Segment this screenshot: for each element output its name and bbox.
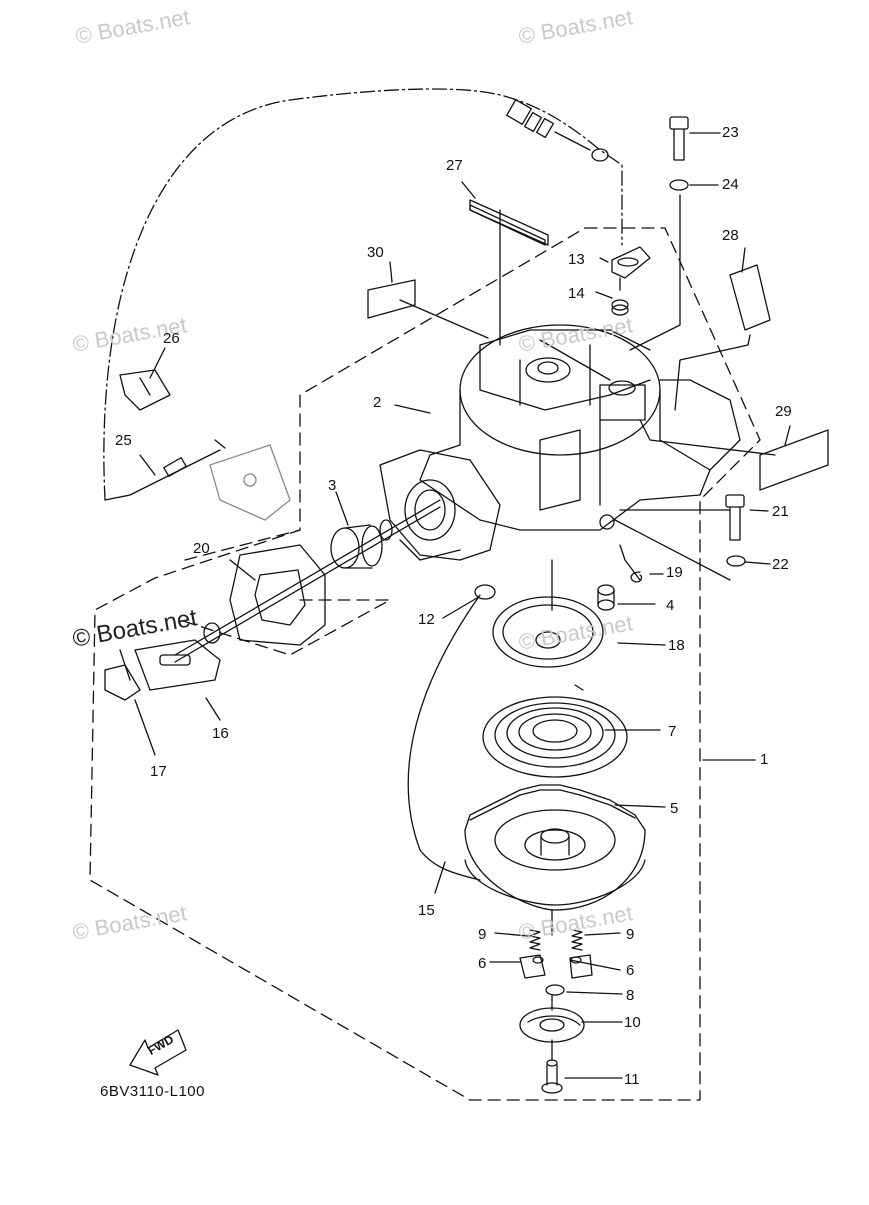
callout-23[interactable]: 23 <box>722 124 739 141</box>
part-16 <box>134 622 221 691</box>
callout-6-right[interactable]: 6 <box>626 962 635 979</box>
callout-9-left[interactable]: 9 <box>478 926 487 943</box>
link-rod <box>174 499 441 656</box>
callout-2[interactable]: 2 <box>373 394 382 411</box>
callout-26[interactable]: 26 <box>163 330 180 347</box>
part-13 <box>611 246 651 291</box>
part-6-left <box>519 954 546 979</box>
part-18 <box>492 596 604 668</box>
part-14 <box>611 299 629 316</box>
part-25 <box>159 439 226 481</box>
diagram-code: 6BV3110-L100 <box>100 1083 205 1100</box>
callout-12[interactable]: 12 <box>418 611 435 628</box>
callout-21[interactable]: 21 <box>772 503 789 520</box>
callout-16[interactable]: 16 <box>212 725 229 742</box>
callout-25[interactable]: 25 <box>115 432 132 449</box>
part-22 <box>726 555 746 567</box>
callout-14[interactable]: 14 <box>568 285 585 302</box>
callout-18[interactable]: 18 <box>668 637 685 654</box>
part-7 <box>482 684 628 778</box>
part-23 <box>669 116 689 161</box>
callout-11[interactable]: 11 <box>624 1071 640 1088</box>
part-9-left <box>529 929 541 951</box>
part-15-rope <box>407 594 481 881</box>
sub-boundary <box>179 529 391 656</box>
label-28 <box>729 264 771 331</box>
callout-27[interactable]: 27 <box>446 157 463 174</box>
callout-1[interactable]: 1 <box>760 751 769 768</box>
part-5 <box>464 784 646 911</box>
part-6-right <box>569 954 593 979</box>
label-29 <box>759 429 829 491</box>
callout-4[interactable]: 4 <box>666 597 675 614</box>
part-26 <box>119 369 171 411</box>
callout-30[interactable]: 30 <box>367 244 384 261</box>
part-12 <box>474 584 496 600</box>
callout-10[interactable]: 10 <box>624 1014 641 1031</box>
part-10 <box>519 1007 585 1043</box>
part-19 <box>630 571 643 583</box>
callout-8[interactable]: 8 <box>626 987 635 1004</box>
part-21 <box>725 494 745 541</box>
part-20 <box>229 544 326 646</box>
cable <box>103 88 623 501</box>
label-30 <box>367 279 416 319</box>
assembly-boundary <box>89 227 761 1101</box>
callout-19[interactable]: 19 <box>666 564 683 581</box>
rope-guide <box>379 449 501 561</box>
starter-housing <box>419 324 741 531</box>
part-11 <box>541 1059 563 1094</box>
part-3 <box>330 519 393 569</box>
leader-lines <box>134 132 791 1079</box>
fwd-arrow <box>129 1029 187 1076</box>
part-24 <box>669 179 689 191</box>
cable-adjuster <box>506 99 609 162</box>
callout-15[interactable]: 15 <box>418 902 435 919</box>
callout-22[interactable]: 22 <box>772 556 789 573</box>
part-4 <box>597 584 615 611</box>
callout-7[interactable]: 7 <box>668 723 677 740</box>
callout-5[interactable]: 5 <box>670 800 679 817</box>
ghost-part <box>209 444 291 521</box>
callout-28[interactable]: 28 <box>722 227 739 244</box>
callout-20[interactable]: 20 <box>193 540 210 557</box>
part-17 <box>104 649 141 701</box>
callout-9-right[interactable]: 9 <box>626 926 635 943</box>
callout-17[interactable]: 17 <box>150 763 167 780</box>
callout-29[interactable]: 29 <box>775 403 792 420</box>
part-9-right <box>571 929 583 951</box>
callout-6-left[interactable]: 6 <box>478 955 487 972</box>
callout-3[interactable]: 3 <box>328 477 337 494</box>
callout-13[interactable]: 13 <box>568 251 585 268</box>
part-8 <box>545 984 565 996</box>
label-27 <box>469 199 549 246</box>
callout-24[interactable]: 24 <box>722 176 739 193</box>
